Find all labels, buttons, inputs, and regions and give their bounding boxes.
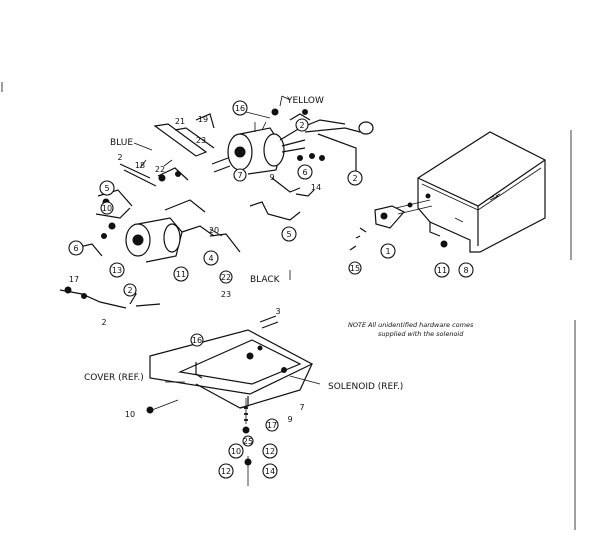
lower-motor-assembly xyxy=(95,189,215,263)
yellow-rod xyxy=(271,108,374,178)
solenoid-linkage xyxy=(349,193,433,251)
callout-17-left: 17 xyxy=(69,275,79,284)
callout-23-top: 23 xyxy=(196,136,206,145)
callout-1: 1 xyxy=(385,247,390,256)
grommet-icon xyxy=(440,240,448,248)
callout-5-center: 5 xyxy=(286,230,291,239)
solenoid-box xyxy=(417,131,546,253)
callout-22-top: 22 xyxy=(155,165,165,174)
callout-4: 4 xyxy=(208,254,213,263)
solenoid-ref-label: SOLENOID (REF.) xyxy=(328,382,403,392)
callout-11-left: 11 xyxy=(176,270,186,279)
callout-16-bottom: 16 xyxy=(192,336,202,345)
callouts: 16 21 19 23 2 2 18 22 5 10 7 9 14 6 2 5 … xyxy=(68,100,474,479)
callout-25: 25 xyxy=(243,437,253,446)
callout-6-left: 6 xyxy=(73,244,78,253)
callout-9-lower: 9 xyxy=(287,415,292,424)
callout-10-left: 10 xyxy=(102,204,112,213)
callout-2-lower: 2 xyxy=(101,318,106,327)
callout-23-bottom: 23 xyxy=(221,290,231,299)
callout-7-top: 7 xyxy=(237,171,242,180)
callout-22-bottom: 22 xyxy=(221,273,231,282)
callout-12-right: 12 xyxy=(265,447,275,456)
callout-2-rod: 2 xyxy=(352,174,357,183)
callout-20: 20 xyxy=(209,226,219,235)
callout-10-lower-left: 10 xyxy=(125,410,135,419)
callout-17-lower: 17 xyxy=(267,421,277,430)
callout-12-left: 12 xyxy=(221,467,231,476)
callout-21: 21 xyxy=(175,117,185,126)
blue-wire-label: BLUE xyxy=(110,138,133,148)
note-label: NOTE xyxy=(348,321,367,329)
leader-lines xyxy=(133,95,321,385)
callout-14-bottom: 14 xyxy=(265,467,275,476)
callout-9-top: 9 xyxy=(269,173,274,182)
blue-wire-rods xyxy=(119,113,215,187)
cover-plate xyxy=(146,315,314,486)
callout-11-right: 11 xyxy=(437,266,447,275)
callout-15-right: 15 xyxy=(350,264,360,273)
note-line-2: supplied with the solenoid xyxy=(378,330,464,338)
callout-10-lower: 10 xyxy=(231,447,241,456)
callout-13: 13 xyxy=(112,266,122,275)
wire-clips xyxy=(59,177,315,309)
callout-2-clip: 2 xyxy=(127,286,132,295)
callout-18: 18 xyxy=(135,161,145,170)
black-wire-label: BLACK xyxy=(250,275,281,285)
yellow-wire-label: YELLOW xyxy=(286,96,324,106)
callout-6-top: 6 xyxy=(302,168,307,177)
upper-motor-assembly xyxy=(211,121,325,175)
callout-8: 8 xyxy=(463,266,468,275)
note-line-1: All unidentified hardware comes xyxy=(367,321,474,329)
callout-14-top: 14 xyxy=(311,183,321,192)
callout-5-left: 5 xyxy=(104,184,109,193)
callout-19: 19 xyxy=(198,115,208,124)
callout-16-top: 16 xyxy=(235,104,245,113)
callout-2-blue: 2 xyxy=(117,153,122,162)
callout-2-yellow: 2 xyxy=(299,121,304,130)
callout-3: 3 xyxy=(275,307,280,316)
cover-ref-label: COVER (REF.) xyxy=(84,373,144,383)
callout-7-lower: 7 xyxy=(299,403,304,412)
